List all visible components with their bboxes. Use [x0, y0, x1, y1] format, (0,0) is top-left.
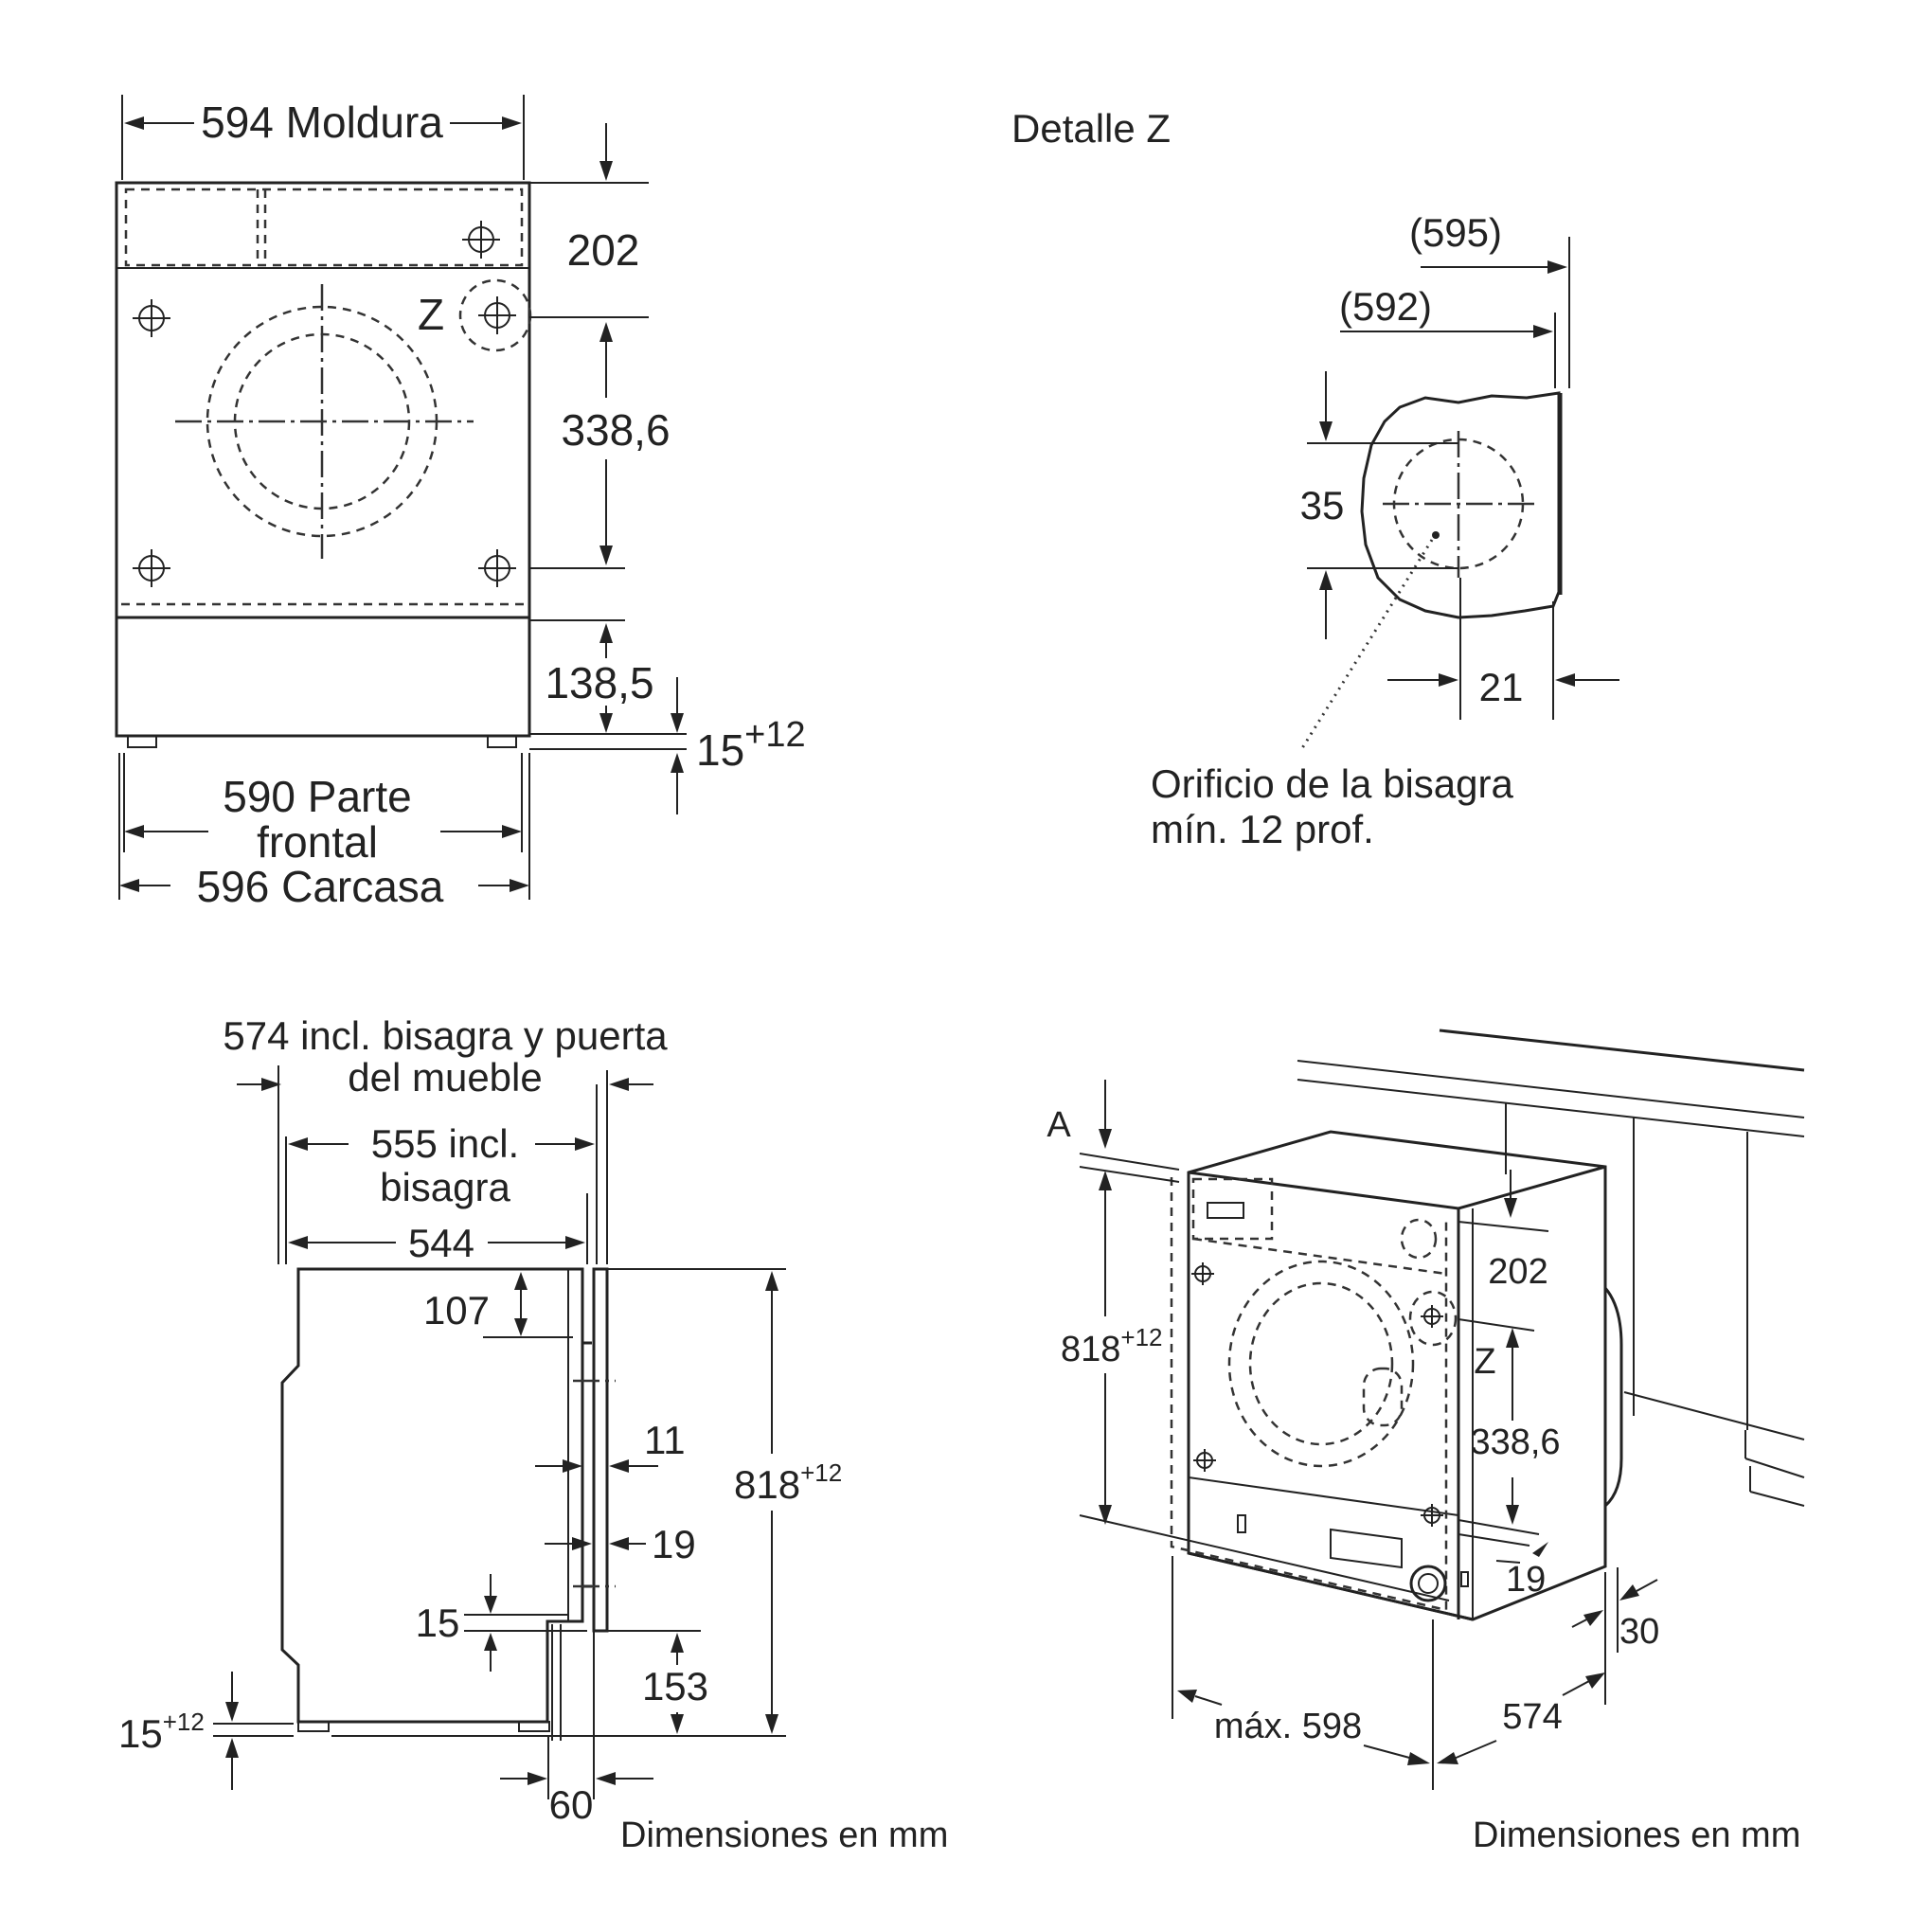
iso-hinge-icons [1191, 1262, 1443, 1527]
dim-15: 15+12 [696, 715, 806, 775]
iso-dim-19: 19 [1506, 1560, 1546, 1600]
dim-21: 21 [1479, 665, 1524, 709]
detail-z-title: Detalle Z [1011, 106, 1171, 151]
iso-pump-icon [1409, 1565, 1447, 1602]
dim-15-side: 15 [416, 1601, 460, 1645]
front-foot-right [487, 735, 517, 748]
hinge-leader [1300, 539, 1434, 749]
dim-595: (595) [1409, 210, 1502, 255]
depth-574-line1: 574 incl. bisagra y puerta [223, 1013, 668, 1058]
furniture-door [592, 1267, 609, 1633]
iso-door-outline [1170, 1177, 1448, 1612]
hinge-note-line1: Orificio de la bisagra [1151, 761, 1513, 806]
side-view: 574 incl. bisagra y puerta del mueble 55… [118, 1013, 948, 1855]
iso-detail-z-marker [1408, 1290, 1458, 1347]
iso-door-circle [1227, 1260, 1415, 1468]
iso-units: Dimensiones en mm [1473, 1816, 1800, 1855]
dim-153: 153 [642, 1664, 708, 1708]
height-818: 818+12 [734, 1458, 842, 1507]
dim-202: 202 [567, 225, 640, 275]
iso-depth-574: 574 [1502, 1697, 1562, 1737]
iso-view: A 818+12 202 Z 338,6 19 30 máx. 598 574 … [1046, 1029, 1805, 1855]
front-foot-left [127, 735, 157, 748]
detail-z-marker [458, 278, 532, 352]
iso-dim-30: 30 [1619, 1612, 1659, 1652]
detail-z: Detalle Z (595) (592) 35 21 Orificio de … [1011, 106, 1619, 851]
front-outline [115, 181, 531, 738]
front-control-panel [124, 188, 524, 267]
label-a: A [1046, 1105, 1071, 1145]
dim-338-6: 338,6 [561, 405, 670, 455]
label-z: Z [418, 290, 444, 339]
iso-dim-202: 202 [1488, 1252, 1547, 1292]
detail-z-cutout [1360, 391, 1561, 619]
depth-555-line1: 555 incl. [371, 1121, 519, 1166]
depth-574-line2: del mueble [348, 1055, 542, 1100]
front-view: 594 Moldura 202 Z 338,6 138,5 15+12 590 … [115, 95, 806, 911]
dim-107: 107 [423, 1288, 490, 1333]
dim-138-5: 138,5 [545, 658, 653, 707]
dim-19: 19 [652, 1522, 696, 1566]
depth-544: 544 [408, 1221, 474, 1265]
hinge-hole-icons [133, 221, 516, 587]
iso-dim-338-6: 338,6 [1470, 1422, 1560, 1462]
side-foot-left [297, 1721, 330, 1732]
depth-555-line2: bisagra [380, 1165, 510, 1209]
dim-592: (592) [1339, 284, 1432, 329]
dim-11: 11 [644, 1418, 686, 1462]
dim-35: 35 [1300, 483, 1345, 528]
width-front-line1: 590 Parte [223, 772, 411, 821]
width-carcasa: 596 Carcasa [197, 862, 444, 911]
width-front-line2: frontal [257, 817, 378, 867]
side-units: Dimensiones en mm [620, 1816, 948, 1855]
dim-60: 60 [549, 1782, 594, 1827]
width-moldura: 594 Moldura [201, 98, 443, 147]
hinge-note-line2: mín. 12 prof. [1151, 807, 1374, 851]
iso-label-z: Z [1474, 1342, 1495, 1382]
foot-15: 15+12 [118, 1708, 205, 1756]
iso-width-598: máx. 598 [1214, 1707, 1362, 1746]
iso-height-818: 818+12 [1061, 1323, 1163, 1369]
side-foot-right [518, 1721, 550, 1732]
worktop-edge [1439, 1029, 1805, 1072]
